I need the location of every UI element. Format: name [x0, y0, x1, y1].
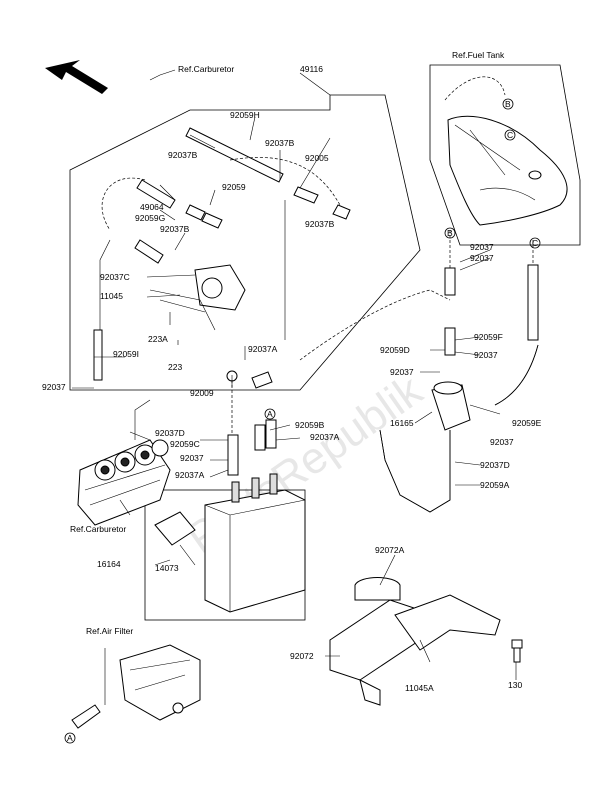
- svg-text:C: C: [532, 238, 538, 248]
- label-92059: 92059: [222, 182, 246, 192]
- label-ref-carburetor-top: Ref.Carburetor: [178, 64, 234, 74]
- label-92059B: 92059B: [295, 420, 325, 430]
- fuel-tank-panel: [429, 64, 581, 246]
- direction-arrow-icon: [45, 60, 108, 94]
- label-92037-r3: 92037: [474, 350, 498, 360]
- label-92059D: 92059D: [380, 345, 410, 355]
- carburetor-assembly: [77, 439, 171, 526]
- label-92059G: 92059G: [135, 213, 165, 223]
- charcoal-canister: [204, 473, 306, 613]
- hose-92059I: [93, 329, 103, 381]
- svg-text:A: A: [267, 409, 273, 419]
- label-92037B-b: 92037B: [265, 138, 295, 148]
- label-14073: 14073: [155, 563, 179, 573]
- label-11045: 11045: [100, 291, 123, 301]
- clamp-14073: [154, 511, 196, 546]
- marker-A-mid: A: [264, 408, 276, 420]
- label-130: 130: [508, 680, 522, 690]
- svg-text:B: B: [505, 99, 511, 109]
- label-92009: 92009: [190, 388, 214, 398]
- air-filter-section: [71, 644, 201, 729]
- assembly-frame-49116: [69, 94, 421, 391]
- label-92037-left: 92037: [42, 382, 66, 392]
- label-49064: 49064: [140, 202, 164, 212]
- label-92059H: 92059H: [230, 110, 260, 120]
- label-92037D-left: 92037D: [155, 428, 185, 438]
- label-16164: 16164: [97, 559, 121, 569]
- label-49116: 49116: [300, 64, 323, 74]
- label-92037-mid: 92037: [180, 453, 204, 463]
- label-92037A-low: 92037A: [175, 470, 205, 480]
- label-92037B-d: 92037B: [305, 219, 335, 229]
- label-92037A-b: 92037A: [310, 432, 340, 442]
- label-92072: 92072: [290, 651, 314, 661]
- label-223: 223: [168, 362, 182, 372]
- label-92059I: 92059I: [113, 349, 139, 359]
- label-92037A-mid: 92037A: [248, 344, 278, 354]
- label-ref-air-filter: Ref.Air Filter: [86, 626, 133, 636]
- canister-bracket: [329, 577, 501, 706]
- label-92005: 92005: [305, 153, 329, 163]
- marker-B-right: B: [444, 227, 456, 239]
- svg-text:C: C: [507, 130, 513, 140]
- marker-B-tank: B: [502, 98, 514, 110]
- fuel-pump-section: [99, 157, 351, 340]
- marker-C-right: C: [529, 237, 541, 249]
- svg-text:B: B: [447, 228, 453, 238]
- fuel-filter-section: [379, 230, 539, 513]
- label-92059F: 92059F: [474, 332, 503, 342]
- label-92037B-c: 92037B: [160, 224, 190, 234]
- leader-lines: [72, 69, 517, 680]
- label-92037-r5: 92037: [490, 437, 514, 447]
- label-92037-r2: 92037: [470, 253, 494, 263]
- bolt-130: [511, 639, 523, 663]
- label-16165: 16165: [390, 418, 414, 428]
- marker-A-bottom: A: [64, 732, 76, 744]
- label-92037-r1: 92037: [470, 242, 494, 252]
- label-223A: 223A: [148, 334, 168, 344]
- label-ref-fuel-tank: Ref.Fuel Tank: [452, 50, 505, 60]
- label-92059E: 92059E: [512, 418, 542, 428]
- hose-92059H: [185, 127, 284, 183]
- label-92037B-a: 92037B: [168, 150, 198, 160]
- label-11045A: 11045A: [405, 683, 434, 693]
- marker-C-tank: C: [504, 129, 516, 141]
- svg-text:A: A: [67, 733, 73, 743]
- label-92037-r4: 92037: [390, 367, 414, 377]
- label-92037D-right: 92037D: [480, 460, 510, 470]
- label-92059A: 92059A: [480, 480, 510, 490]
- label-92072A: 92072A: [375, 545, 405, 555]
- label-92037C: 92037C: [100, 272, 130, 282]
- label-92059C: 92059C: [170, 439, 200, 449]
- label-ref-carburetor-bottom: Ref.Carburetor: [70, 524, 126, 534]
